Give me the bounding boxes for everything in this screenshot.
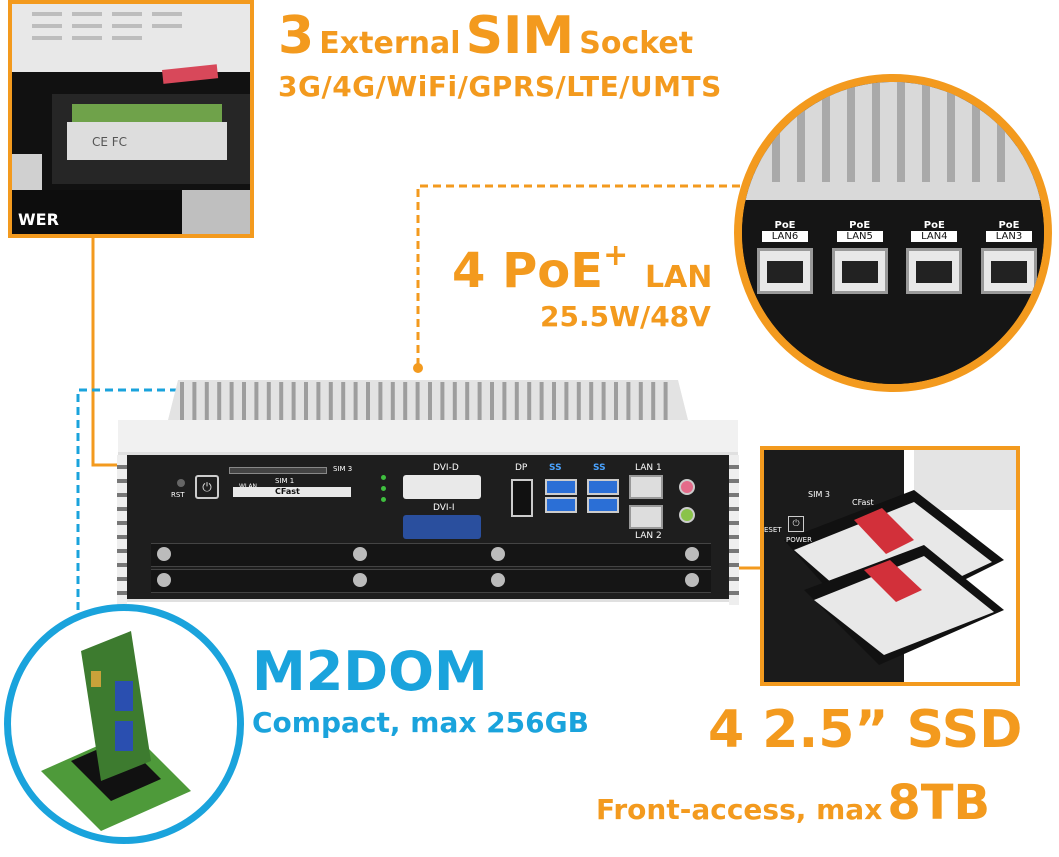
- lan2-port[interactable]: [629, 505, 663, 529]
- lan2-label: LAN 2: [635, 531, 662, 541]
- ssd-spec-prefix: Front-access, max: [596, 793, 883, 826]
- rj45-jack-icon: [757, 248, 813, 294]
- thumb-screw-icon: [491, 573, 505, 587]
- ssd-inset-photo: SIM 3 CFast ⏻ POWER ESET: [760, 446, 1020, 686]
- poe-inset-photo: PoE LAN6 PoE LAN5 PoE LAN4 PoE LAN3: [734, 74, 1052, 392]
- ssd-title: 4 2.5” SSD: [708, 700, 1023, 760]
- m2dom-module-illustration: [41, 631, 191, 831]
- port-badge: PoE: [774, 220, 796, 231]
- thumb-screw-icon: [157, 547, 171, 561]
- sim-socket-illustration: CE FC: [12, 4, 250, 234]
- thumb-screw-icon: [685, 573, 699, 587]
- poe-port-lan3: PoE LAN3: [976, 220, 1042, 294]
- ssd-spec: Front-access, max 8TB: [596, 775, 990, 831]
- port-name: LAN3: [985, 231, 1032, 242]
- usb-logo: SS: [593, 463, 606, 473]
- inset-power-text: WER: [18, 210, 59, 229]
- line-out-jack[interactable]: [679, 507, 695, 523]
- cfast-label: CFast: [275, 487, 300, 496]
- svg-text:CE FC: CE FC: [92, 135, 127, 149]
- rst-label: RST: [171, 491, 185, 499]
- sim-word-external: External: [319, 26, 461, 61]
- poe-port-row: PoE LAN6 PoE LAN5 PoE LAN4 PoE LAN3: [752, 220, 1042, 294]
- poe-count: 4: [452, 243, 486, 299]
- usb3-port[interactable]: [587, 479, 619, 495]
- ssd-trays-illustration: [764, 450, 1016, 682]
- port-name: LAN5: [836, 231, 883, 242]
- dvid-label: DVI-D: [433, 463, 459, 473]
- embedded-pc-device: ⏻ RST SIM 3 WLAN SIM 1 CFast DVI-D DVI-I…: [117, 360, 739, 605]
- port-name: LAN4: [911, 231, 958, 242]
- dvii-port[interactable]: [403, 515, 481, 539]
- rj45-jack-icon: [906, 248, 963, 294]
- sim-slot-area[interactable]: SIM 3 WLAN SIM 1 CFast: [229, 465, 359, 499]
- heatsink-fins: [118, 380, 738, 460]
- port-badge: PoE: [923, 220, 945, 231]
- poe-connector: [416, 184, 740, 368]
- displayport-port[interactable]: [511, 479, 533, 517]
- reset-button[interactable]: [177, 479, 185, 487]
- port-badge: PoE: [998, 220, 1020, 231]
- usb3-port[interactable]: [545, 497, 577, 513]
- usb3-port[interactable]: [587, 497, 619, 513]
- ssd-inset-reset-label: ESET: [764, 526, 782, 534]
- poe-port-lan4: PoE LAN4: [901, 220, 967, 294]
- ssd-inset-power-label: POWER: [786, 536, 812, 544]
- dvii-label: DVI-I: [433, 503, 455, 513]
- poe-lan: LAN: [644, 260, 713, 295]
- rj45-jack-icon: [980, 248, 1037, 294]
- m2dom-title: M2DOM: [252, 640, 488, 703]
- sim-word-sim: SIM: [465, 6, 575, 66]
- poe-headline: 4 PoE+ LAN: [452, 238, 712, 299]
- sim-headline: 3 External SIM Socket: [278, 6, 693, 66]
- sim-word-socket: Socket: [579, 26, 694, 61]
- dvid-port[interactable]: [403, 475, 481, 499]
- lan1-port[interactable]: [629, 475, 663, 499]
- poe-port-lan6: PoE LAN6: [752, 220, 818, 294]
- poe-plus: +: [603, 238, 629, 273]
- rj45-jack-icon: [831, 248, 888, 294]
- m2dom-inset-photo: [4, 604, 244, 844]
- ssd-bay-top[interactable]: [151, 543, 711, 567]
- dp-label: DP: [515, 463, 528, 473]
- poe-spec: 25.5W/48V: [540, 300, 711, 333]
- cfast-slot[interactable]: [233, 487, 351, 497]
- mic-jack[interactable]: [679, 479, 695, 495]
- usb3-port[interactable]: [545, 479, 577, 495]
- ssd-inset-cfast-label: CFast: [852, 498, 874, 507]
- sim-inset-photo: CE FC WER: [8, 0, 254, 238]
- side-fins-left: [117, 455, 127, 605]
- power-button[interactable]: ⏻: [195, 475, 219, 499]
- port-name: LAN6: [762, 231, 808, 242]
- usb-logo: SS: [549, 463, 562, 473]
- lan1-label: LAN 1: [635, 463, 662, 473]
- ssd-spec-capacity: 8TB: [887, 775, 991, 831]
- front-panel: ⏻ RST SIM 3 WLAN SIM 1 CFast DVI-D DVI-I…: [117, 452, 739, 605]
- poe-port-lan5: PoE LAN5: [827, 220, 893, 294]
- side-fins-right: [729, 455, 739, 605]
- ssd-inset-power-icon: ⏻: [788, 516, 804, 532]
- thumb-screw-icon: [685, 547, 699, 561]
- ssd-bay-bottom[interactable]: [151, 569, 711, 593]
- sim-count: 3: [278, 6, 315, 66]
- ssd-inset-sim-label: SIM 3: [808, 490, 830, 499]
- thumb-screw-icon: [491, 547, 505, 561]
- sim3-label: SIM 3: [333, 465, 353, 473]
- status-leds: [381, 469, 389, 508]
- sim3-slot[interactable]: [229, 467, 327, 474]
- sim-networks: 3G/4G/WiFi/GPRS/LTE/UMTS: [278, 70, 722, 103]
- port-badge: PoE: [849, 220, 871, 231]
- poe-name: PoE: [502, 243, 604, 299]
- sim1-label: SIM 1: [275, 477, 295, 485]
- thumb-screw-icon: [157, 573, 171, 587]
- m2dom-spec: Compact, max 256GB: [252, 706, 589, 739]
- thumb-screw-icon: [353, 547, 367, 561]
- wlan-label: WLAN: [239, 483, 257, 490]
- thumb-screw-icon: [353, 573, 367, 587]
